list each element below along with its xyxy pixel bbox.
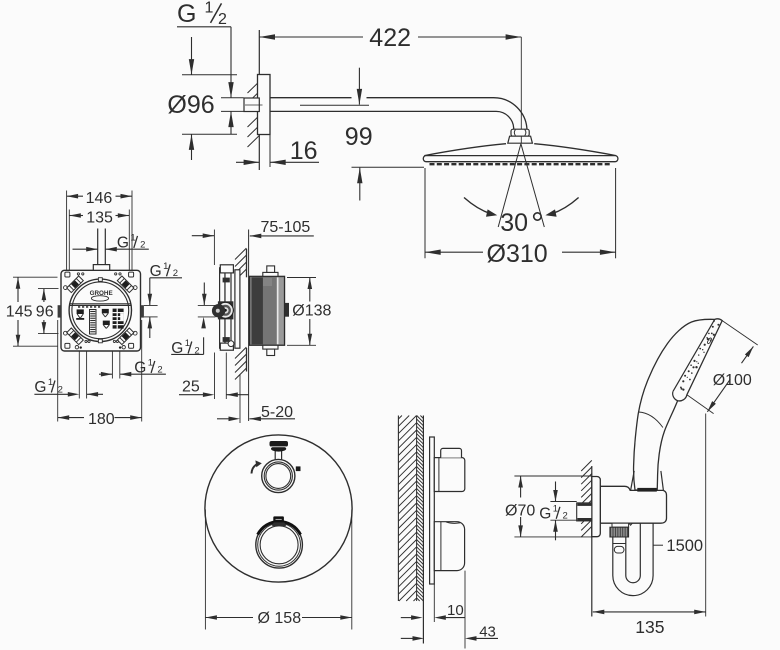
svg-text:180: 180 — [88, 411, 115, 428]
svg-text:1: 1 — [48, 377, 53, 388]
svg-text:1: 1 — [163, 261, 168, 272]
svg-text:Ø100: Ø100 — [713, 372, 752, 389]
svg-text:Ø138: Ø138 — [292, 303, 331, 320]
svg-text:16: 16 — [290, 137, 318, 165]
svg-text:135: 135 — [635, 617, 664, 637]
svg-text:5-20: 5-20 — [261, 404, 293, 421]
svg-text:G: G — [539, 505, 551, 522]
svg-text:145: 145 — [6, 304, 33, 321]
svg-text:25: 25 — [182, 379, 200, 396]
svg-text:30: 30 — [500, 209, 528, 237]
svg-text:G: G — [134, 359, 146, 376]
svg-text:1500: 1500 — [666, 537, 703, 555]
svg-text:1: 1 — [553, 503, 558, 514]
svg-text:135: 135 — [86, 210, 113, 227]
svg-text:2: 2 — [140, 240, 145, 251]
svg-text:G: G — [171, 340, 183, 357]
svg-text:2: 2 — [157, 365, 162, 376]
svg-text:G: G — [117, 234, 129, 251]
svg-text:G: G — [34, 379, 46, 396]
svg-text:1: 1 — [130, 232, 135, 243]
svg-text:G: G — [150, 263, 162, 280]
svg-text:2: 2 — [218, 11, 227, 28]
svg-text:2: 2 — [58, 384, 63, 395]
svg-text:1: 1 — [185, 338, 190, 349]
svg-text:43: 43 — [479, 624, 496, 641]
svg-text:422: 422 — [369, 24, 411, 52]
svg-text:Ø96: Ø96 — [167, 91, 214, 119]
svg-text:99: 99 — [345, 123, 373, 151]
svg-text:2: 2 — [194, 345, 199, 356]
svg-text:75-105: 75-105 — [261, 219, 311, 236]
svg-text:96: 96 — [36, 304, 54, 321]
svg-text:Ø310: Ø310 — [487, 240, 548, 268]
svg-text:2: 2 — [173, 268, 178, 279]
svg-text:Ø70: Ø70 — [505, 503, 535, 520]
svg-text:1: 1 — [205, 0, 214, 16]
svg-text:Ø 158: Ø 158 — [258, 610, 302, 627]
svg-text:10: 10 — [447, 602, 464, 619]
svg-text:GROHE: GROHE — [90, 290, 113, 297]
svg-text:G: G — [177, 0, 196, 28]
svg-text:2: 2 — [563, 511, 568, 522]
svg-text:146: 146 — [86, 190, 113, 207]
svg-text:1: 1 — [148, 357, 153, 368]
